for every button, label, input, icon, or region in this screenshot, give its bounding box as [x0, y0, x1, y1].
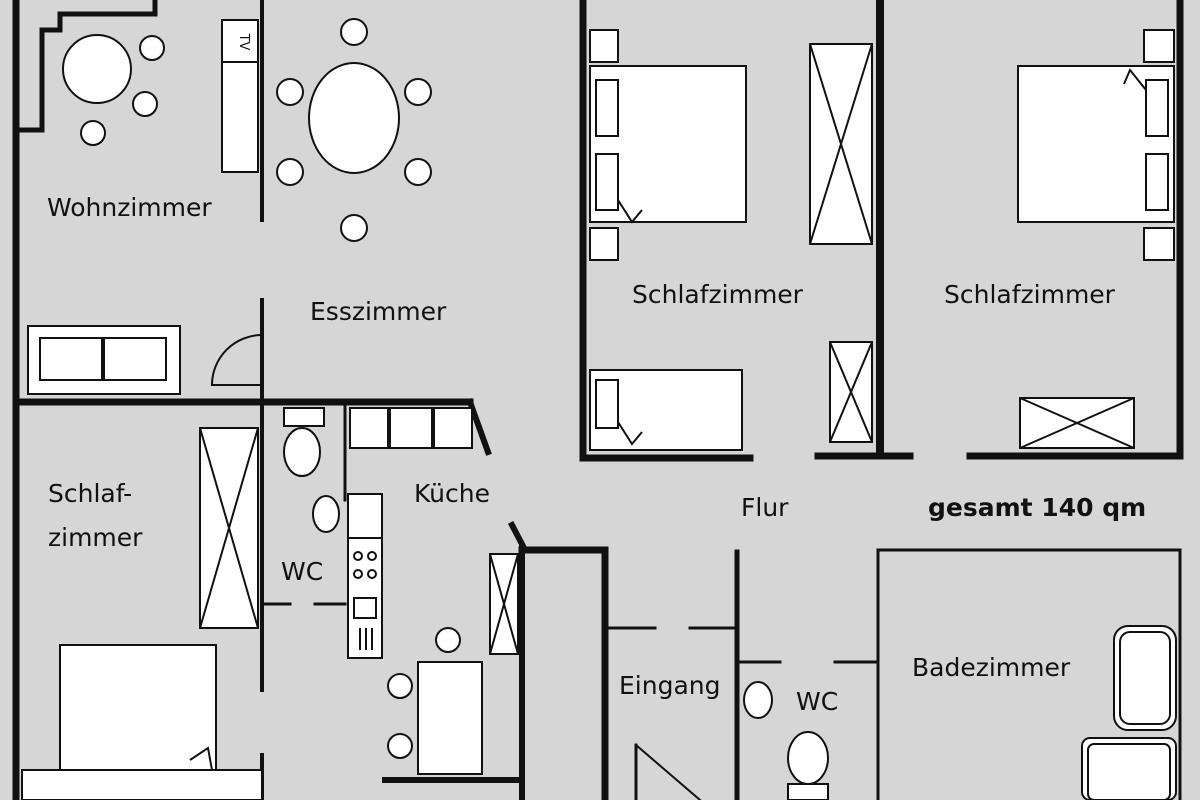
chair: [387, 673, 413, 699]
wardrobe-cross: [199, 427, 259, 629]
total-area-label: gesamt 140 qm: [928, 493, 1147, 522]
shower-inner: [1119, 631, 1171, 725]
toilet-tank: [787, 783, 829, 800]
stove-burner: [353, 551, 363, 561]
kitchen-upper-1: [349, 407, 389, 449]
chair: [80, 120, 106, 146]
room-label-flur: Flur: [741, 493, 789, 522]
bed-blanket-fold: [1123, 68, 1147, 91]
room-label-wohnzimmer: Wohnzimmer: [47, 193, 212, 222]
room-label-schlafzimmer-2: Schlafzimmer: [944, 280, 1115, 309]
wardrobe-cross: [809, 43, 873, 245]
chair: [276, 78, 304, 106]
wall-stair-top: [518, 546, 609, 800]
toilet-tank: [283, 407, 325, 427]
wardrobe-cross: [1019, 397, 1135, 449]
nightstand: [1143, 29, 1175, 63]
sink: [743, 681, 773, 719]
chair: [404, 158, 432, 186]
nightstand: [1143, 227, 1175, 261]
kitchen-table: [417, 661, 483, 775]
bed-blanket-fold: [617, 199, 643, 224]
pillow: [595, 153, 619, 211]
room-label-schlafzimmer-1: Schlafzimmer: [632, 280, 803, 309]
room-label-badezimmer: Badezimmer: [912, 653, 1071, 682]
stove-burner: [367, 569, 377, 579]
pillow: [1145, 153, 1169, 211]
room-label-kueche: Küche: [414, 479, 490, 508]
door-swing-living: [210, 334, 263, 386]
wall-door-diagonal: [634, 743, 702, 800]
room-label-esszimmer: Esszimmer: [310, 297, 447, 326]
stove-burner: [353, 569, 363, 579]
furniture: [21, 18, 1177, 800]
room-label-schlafzimmer-3-line1: Schlaf-: [48, 479, 133, 508]
chair: [132, 91, 158, 117]
chair: [404, 78, 432, 106]
chair: [435, 627, 461, 653]
chair: [276, 158, 304, 186]
pillow: [595, 79, 619, 137]
wardrobe-cross: [829, 341, 873, 443]
tv-label: TV: [236, 33, 251, 51]
kitchen-sink: [353, 597, 377, 619]
tv-cabinet: [221, 19, 259, 173]
nightstand: [589, 29, 619, 63]
chair: [340, 18, 368, 46]
pillow: [595, 379, 619, 429]
chair: [340, 214, 368, 242]
wall-kitchen-right: [507, 520, 529, 553]
stove-burner: [367, 551, 377, 561]
cupboard-cross: [489, 553, 519, 655]
bathtub-inner: [1087, 743, 1171, 800]
bed-blanket-fold: [617, 421, 643, 446]
chair: [387, 733, 413, 759]
sofa-cushion: [39, 337, 103, 381]
sink: [312, 495, 340, 533]
room-label-schlafzimmer-3-line2: zimmer: [48, 523, 143, 552]
bed-blanket-fold: [189, 746, 213, 771]
room-label-wc-1: WC: [281, 557, 324, 586]
toilet-bowl: [787, 731, 829, 785]
dining-table: [308, 62, 400, 174]
sofa-cushion: [103, 337, 167, 381]
pillow: [1145, 79, 1169, 137]
bed-footboard: [21, 769, 263, 800]
room-label-wc-2: WC: [796, 687, 839, 716]
nightstand: [589, 227, 619, 261]
chair: [139, 35, 165, 61]
kitchen-upper-2: [389, 407, 433, 449]
wall-bathroom: [876, 548, 1182, 800]
kitchen-upper-3: [433, 407, 473, 449]
room-label-eingang: Eingang: [619, 671, 721, 700]
toilet-bowl: [283, 427, 321, 477]
coffee-table: [62, 34, 132, 104]
wall-living-notch: [19, 0, 158, 133]
